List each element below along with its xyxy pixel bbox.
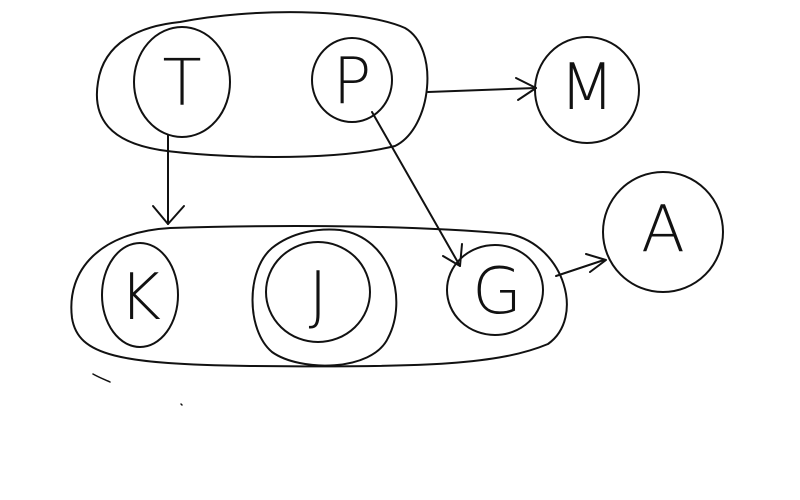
node-t-label: T [162,47,201,121]
node-j-circle [265,241,371,343]
node-p-label: P [333,45,372,119]
node-t-circle [133,26,231,138]
edge-tp-to-m-arrowhead [515,77,537,101]
group-t-p [95,11,429,158]
node-m-circle [534,36,640,144]
edge-kjg-to-a-arrowhead [585,253,607,273]
edge-tp-to-m-line [427,87,537,93]
edge-p-to-g-arrowhead [442,243,463,267]
node-a-label: A [641,193,685,267]
edge-t-to-kjg-arrowhead [152,205,185,225]
stray-mark-2 [180,403,183,406]
node-g-circle [446,244,544,336]
node-p-circle [311,37,393,123]
node-k-circle [101,242,179,348]
group-j-overlap-loop [251,228,398,367]
stray-mark-1 [92,373,111,383]
edge-p-to-g-line [371,111,461,267]
node-k-label: K [119,261,161,335]
group-k-j-g [70,225,568,368]
node-g-label: G [472,255,522,329]
node-m-label: M [559,51,614,125]
edge-kjg-to-a-line [555,259,605,277]
node-a-circle [602,171,724,293]
node-j-label: J [309,259,328,333]
